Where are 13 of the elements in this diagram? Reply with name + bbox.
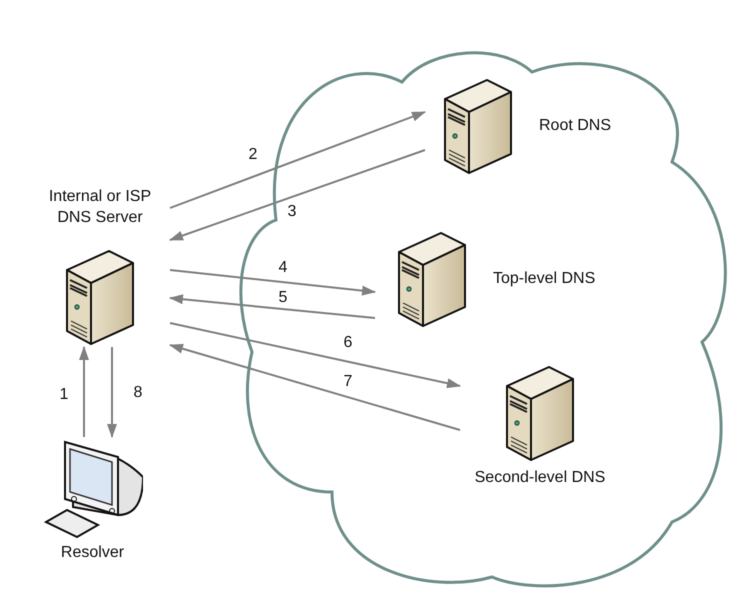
node-label: Root DNS — [539, 116, 612, 136]
arrow — [170, 322, 461, 388]
arrow — [170, 269, 376, 296]
node-label: Resolver — [60, 543, 124, 563]
arrow — [170, 111, 426, 209]
arrow — [79, 346, 89, 437]
node-label: Second-level DNS — [474, 468, 606, 488]
node-label: Top-level DNS — [493, 269, 596, 290]
arrow — [169, 294, 376, 319]
node-label: Internal or ISP DNS Server — [48, 187, 152, 228]
arrow — [107, 347, 117, 438]
arrow — [169, 149, 426, 241]
arrow — [169, 344, 460, 431]
